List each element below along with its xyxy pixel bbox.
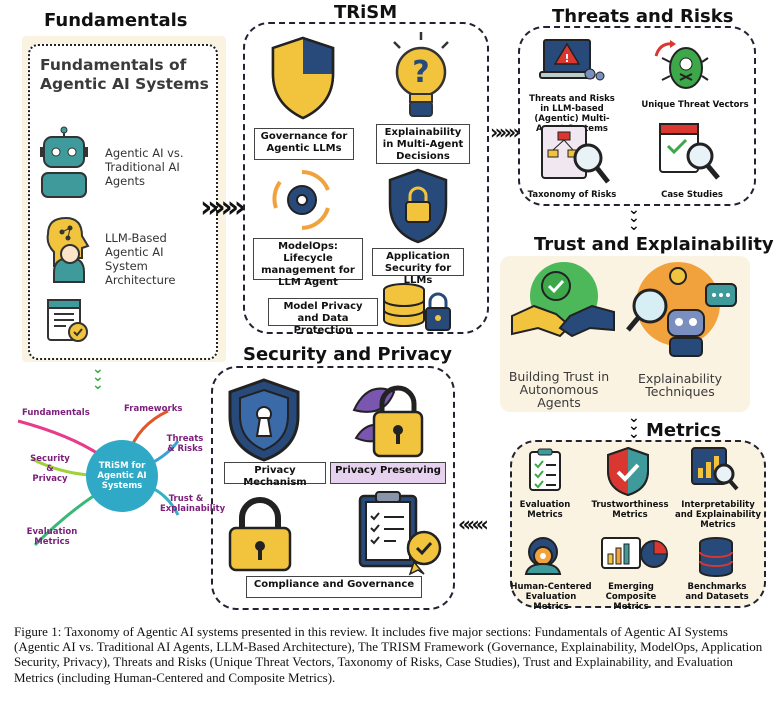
leaf-padlock-icon — [352, 385, 424, 458]
handshake-check-icon — [511, 262, 615, 338]
threats-item-unique-vectors: Unique Threat Vectors — [641, 100, 749, 110]
bug-virus-icon — [654, 40, 709, 89]
arrow-down-chevron: ⌄ — [92, 377, 104, 393]
mindmap-branches — [17, 409, 180, 547]
threats-item-taxonomy: Taxonomy of Risks — [527, 190, 617, 200]
trism-item-governance: Governance for Agentic LLMs — [254, 128, 354, 160]
mindmap-branch-trust: Trust & Explainability — [160, 494, 226, 514]
arrow-down-fundamentals-to-mindmap: ⌄ ⌄ ⌄ — [92, 361, 104, 393]
composite-chart-icon — [601, 537, 668, 569]
metrics-item-emerging-composite: Emerging Composite Metrics — [605, 582, 657, 612]
arrow-down-chevron: ⌄ — [628, 418, 640, 434]
padlock-icon — [228, 497, 292, 572]
fundamentals-heading: Fundamentals — [44, 10, 188, 31]
fundamentals-item-llm-architecture: LLM-Based Agentic AI System Architecture — [105, 231, 176, 287]
explainability-robot-icon — [626, 262, 737, 357]
metrics-item-trustworthiness: Trustworthiness Metrics — [591, 500, 669, 520]
mindmap-branch-fundamentals: Fundamentals — [22, 408, 90, 418]
laptop-warning-icon: ! — [539, 39, 605, 81]
shield-icon — [271, 36, 335, 120]
metrics-heading: Metrics — [646, 420, 722, 441]
trism-panel — [243, 22, 489, 334]
trism-item-app-security: Application Security for LLMs — [372, 248, 464, 286]
arrow-left-metrics-to-security: ««« — [458, 512, 489, 536]
arrow-down-chevron: ⌄ — [92, 361, 104, 377]
mindmap-branch-security: Security & Privacy — [30, 454, 70, 484]
security-panel — [211, 366, 455, 610]
privacy-shield-keyhole-icon — [228, 378, 300, 462]
arrow-down-chevron: ⌄ — [628, 210, 640, 226]
taxonomy-magnifier-icon — [541, 125, 610, 184]
arrow-right-fundamentals-to-trism: »»» — [200, 190, 246, 225]
trism-heading: TRiSM — [334, 2, 398, 23]
fundamentals-inner-title: Fundamentals of Agentic AI Systems — [40, 56, 209, 93]
threats-item-case-studies: Case Studies — [661, 190, 723, 200]
trism-item-modelops: ModelOps: Lifecycle management for LLM A… — [253, 238, 363, 288]
case-study-magnifier-icon — [659, 123, 720, 180]
metrics-item-evaluation: Evaluation Metrics — [519, 500, 571, 520]
mindmap-branch-evaluation: Evaluation Metrics — [26, 527, 78, 547]
human-head-icon — [524, 537, 562, 575]
mindmap-center: TRiSM for Agentic AI Systems — [86, 440, 158, 512]
arrow-right-trism-to-threats: »»» — [490, 120, 521, 144]
arrow-down-chevron: ⌄ — [628, 202, 640, 218]
trism-item-explainability: Explainability in Multi-Agent Decisions — [376, 124, 470, 164]
compliance-clipboard-icon — [358, 491, 442, 576]
lightbulb-question-icon: ? — [393, 32, 449, 117]
mindmap-center-label: TRiSM for Agentic AI Systems — [97, 461, 147, 491]
arrow-down-trust-to-metrics: ⌄ ⌄ ⌄ — [628, 410, 640, 442]
chart-magnifier-icon — [691, 447, 739, 491]
threats-heading: Threats and Risks — [552, 6, 734, 27]
trust-heading: Trust and Explainability — [534, 234, 774, 255]
certificate-icon — [47, 299, 88, 342]
metrics-item-interpretability: Interpretability and Explainability Metr… — [675, 500, 761, 530]
security-shield-lock-icon — [388, 168, 448, 244]
mindmap-branch-frameworks: Frameworks — [124, 404, 183, 414]
arrow-down-threats-to-trust: ⌄ ⌄ ⌄ — [628, 202, 640, 234]
trust-shield-check-icon — [607, 446, 649, 497]
database-lock-icon — [383, 283, 451, 331]
arrow-down-chevron: ⌄ — [92, 369, 104, 385]
database-icon — [699, 537, 733, 577]
trust-item-explainability-techniques: Explainability Techniques — [637, 371, 723, 399]
llm-head-icon — [46, 216, 90, 283]
lifecycle-gear-icon — [272, 170, 330, 230]
security-heading: Security and Privacy — [243, 344, 452, 365]
security-item-privacy-preserving: Privacy Preserving — [330, 462, 446, 484]
trust-item-building-trust: Building Trust in Autonomous Agents — [508, 369, 610, 410]
security-item-privacy-mechanism: Privacy Mechanism — [224, 462, 326, 488]
trism-item-model-privacy: Model Privacy and Data Protection — [268, 298, 378, 336]
arrow-down-chevron: ⌄ — [628, 410, 640, 426]
svg-text:!: ! — [564, 52, 569, 65]
svg-text:?: ? — [412, 55, 429, 90]
security-item-compliance: Compliance and Governance — [246, 576, 422, 598]
threats-panel — [518, 26, 756, 206]
arrow-down-chevron: ⌄ — [628, 426, 640, 442]
arrow-down-chevron: ⌄ — [628, 218, 640, 234]
figure-caption: Figure 1: Taxonomy of Agentic AI systems… — [14, 624, 763, 685]
metrics-item-human-centered: Human-Centered Evaluation Metrics — [510, 582, 592, 612]
fundamentals-item-agentic-vs-traditional: Agentic AI vs. Traditional AI Agents — [105, 146, 184, 188]
metrics-item-benchmarks: Benchmarks and Datasets — [685, 582, 749, 602]
robot-icon — [40, 126, 88, 198]
mindmap-branch-threats: Threats & Risks — [166, 434, 204, 454]
checklist-icon — [529, 448, 561, 491]
